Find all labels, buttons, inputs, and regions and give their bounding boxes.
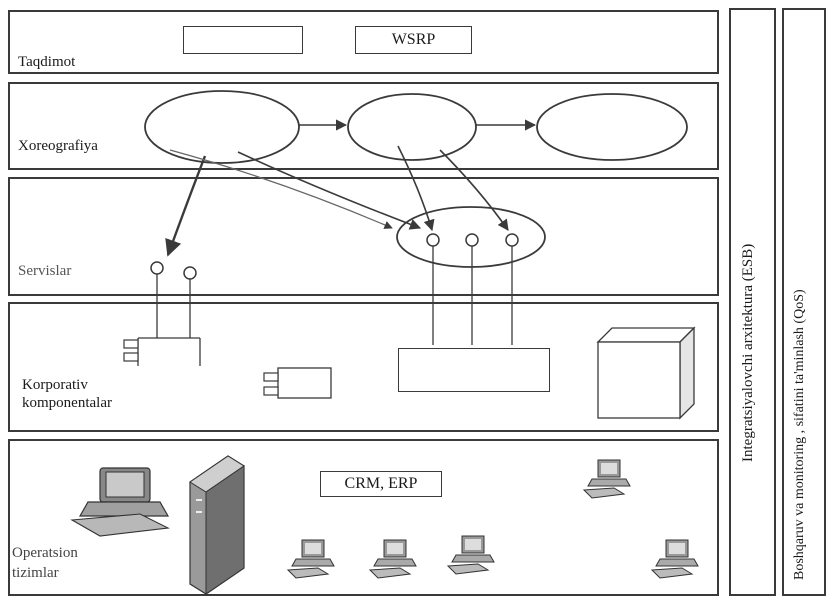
process-ellipse-1 bbox=[145, 91, 299, 163]
component-icon-1 bbox=[124, 338, 200, 366]
service-port-4 bbox=[151, 262, 163, 274]
process-ellipse-2 bbox=[348, 94, 476, 160]
service-port-5 bbox=[184, 267, 196, 279]
server-tower-icon bbox=[190, 456, 244, 594]
desktop-computer-icon bbox=[72, 468, 168, 536]
workstation-icon-2 bbox=[370, 540, 416, 578]
workstation-icon-5 bbox=[652, 540, 698, 578]
service-port-2 bbox=[466, 234, 478, 246]
invoke-arrow-left bbox=[168, 156, 205, 255]
cube-component-icon bbox=[598, 328, 694, 418]
service-port-3 bbox=[506, 234, 518, 246]
invoke-arrow-diag-2 bbox=[238, 152, 420, 228]
workstation-icon-1 bbox=[288, 540, 334, 578]
component-icon-2 bbox=[264, 368, 331, 398]
process-ellipse-3 bbox=[537, 94, 687, 160]
workstation-icon-3 bbox=[448, 536, 494, 574]
service-port-1 bbox=[427, 234, 439, 246]
workstation-icon-4 bbox=[584, 460, 630, 498]
